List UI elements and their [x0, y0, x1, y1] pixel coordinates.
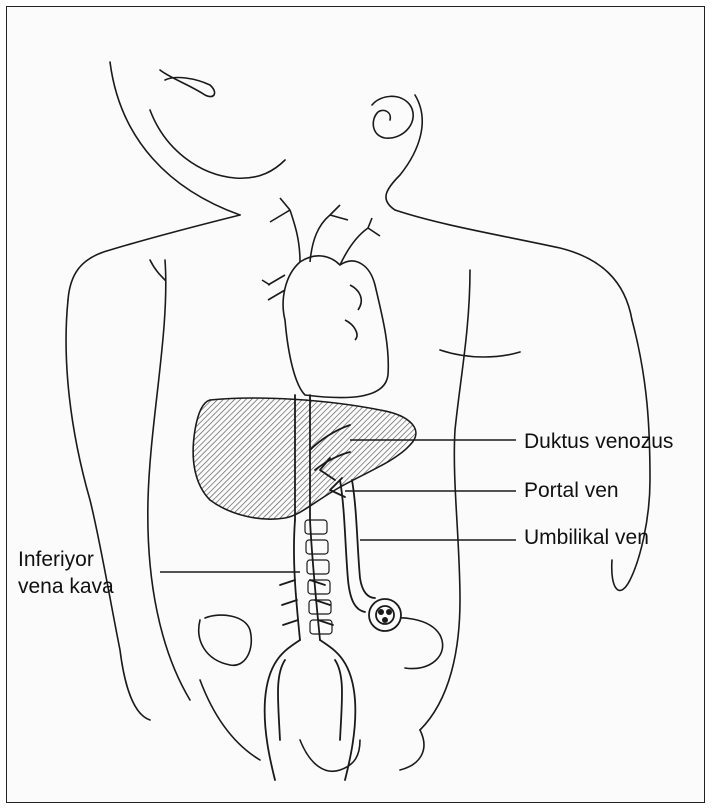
right-shoulder — [395, 210, 632, 320]
right-leg — [400, 730, 424, 770]
head-outline — [110, 62, 240, 215]
heart — [262, 198, 388, 398]
label-umbilikal-ven: Umbilikal ven — [524, 524, 649, 551]
left-shoulder — [68, 215, 240, 300]
label-portal-ven: Portal ven — [524, 477, 619, 504]
umbilical-vein — [340, 480, 375, 612]
liver — [193, 398, 416, 519]
label-duktus-venozus: Duktus venozus — [524, 428, 673, 455]
right-armpit — [440, 350, 520, 357]
nose-outline — [160, 70, 215, 97]
left-leg — [200, 680, 260, 760]
head-right-outline — [386, 95, 422, 210]
pelvis-left — [199, 615, 252, 665]
left-arm — [66, 300, 150, 720]
left-armpit — [150, 260, 165, 280]
label-inferiyor-line2: vena kava — [18, 573, 114, 600]
left-torso — [148, 260, 190, 700]
ear-outline — [372, 96, 413, 138]
label-inferiyor-line1: Inferiyor — [18, 546, 114, 573]
chin-outline — [150, 110, 285, 178]
label-inferiyor-vena-kava: Inferiyor vena kava — [18, 546, 114, 600]
right-torso — [420, 270, 470, 730]
